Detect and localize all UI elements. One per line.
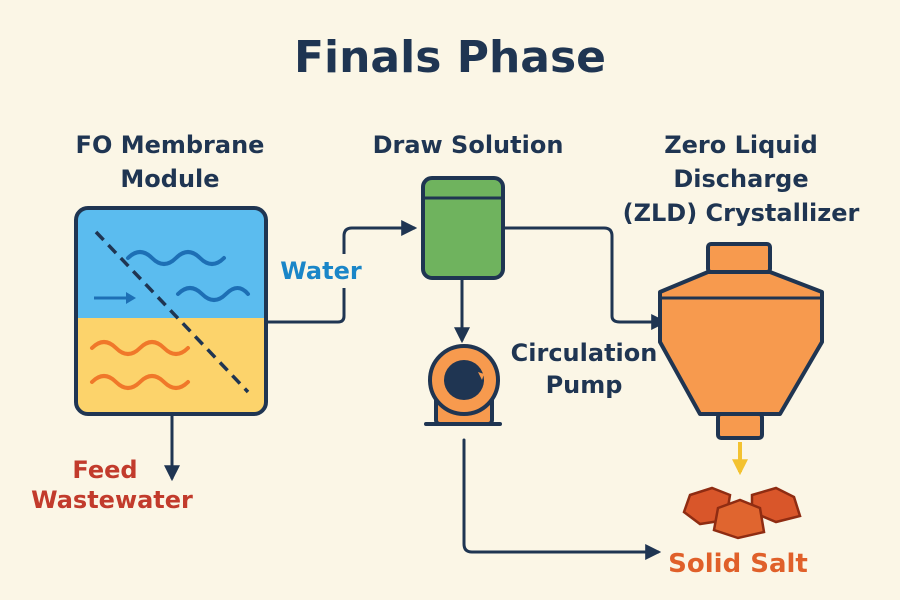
- feed-compartment: [76, 318, 266, 414]
- feed-label-line-1: Feed: [72, 456, 137, 484]
- solid-salt-label: Solid Salt: [668, 549, 808, 579]
- feed-label-line-2: Wastewater: [31, 486, 193, 514]
- draw-solution-tank: [421, 176, 505, 280]
- zld-crystallizer: [658, 242, 824, 440]
- fo-membrane-module: [74, 206, 268, 416]
- zld-label-line-3: (ZLD) Crystallizer: [623, 199, 860, 227]
- fo-module-label-line-1: FO Membrane: [76, 131, 265, 159]
- draw-solution-label: Draw Solution: [373, 131, 564, 159]
- solid-salt-icon: [682, 486, 802, 540]
- pump-to-salt-line: [462, 438, 662, 560]
- membrane-dashed-line: [94, 230, 250, 394]
- zld-label-line-1: Zero Liquid: [664, 131, 818, 159]
- page-title: Finals Phase: [294, 32, 606, 83]
- water-wave: [176, 286, 250, 302]
- circulation-pump-icon: [424, 344, 502, 426]
- water-label: Water: [280, 257, 362, 285]
- water-wave: [126, 250, 226, 266]
- zld-label-line-2: Discharge: [673, 165, 808, 193]
- fo-module-label-line-2: Module: [120, 165, 219, 193]
- feed-wave: [90, 374, 190, 390]
- pump-label-line-2: Pump: [546, 371, 623, 399]
- draw-to-zld-line: [501, 226, 668, 330]
- feed-wave: [90, 340, 190, 356]
- pump-label-line-1: Circulation: [511, 339, 658, 367]
